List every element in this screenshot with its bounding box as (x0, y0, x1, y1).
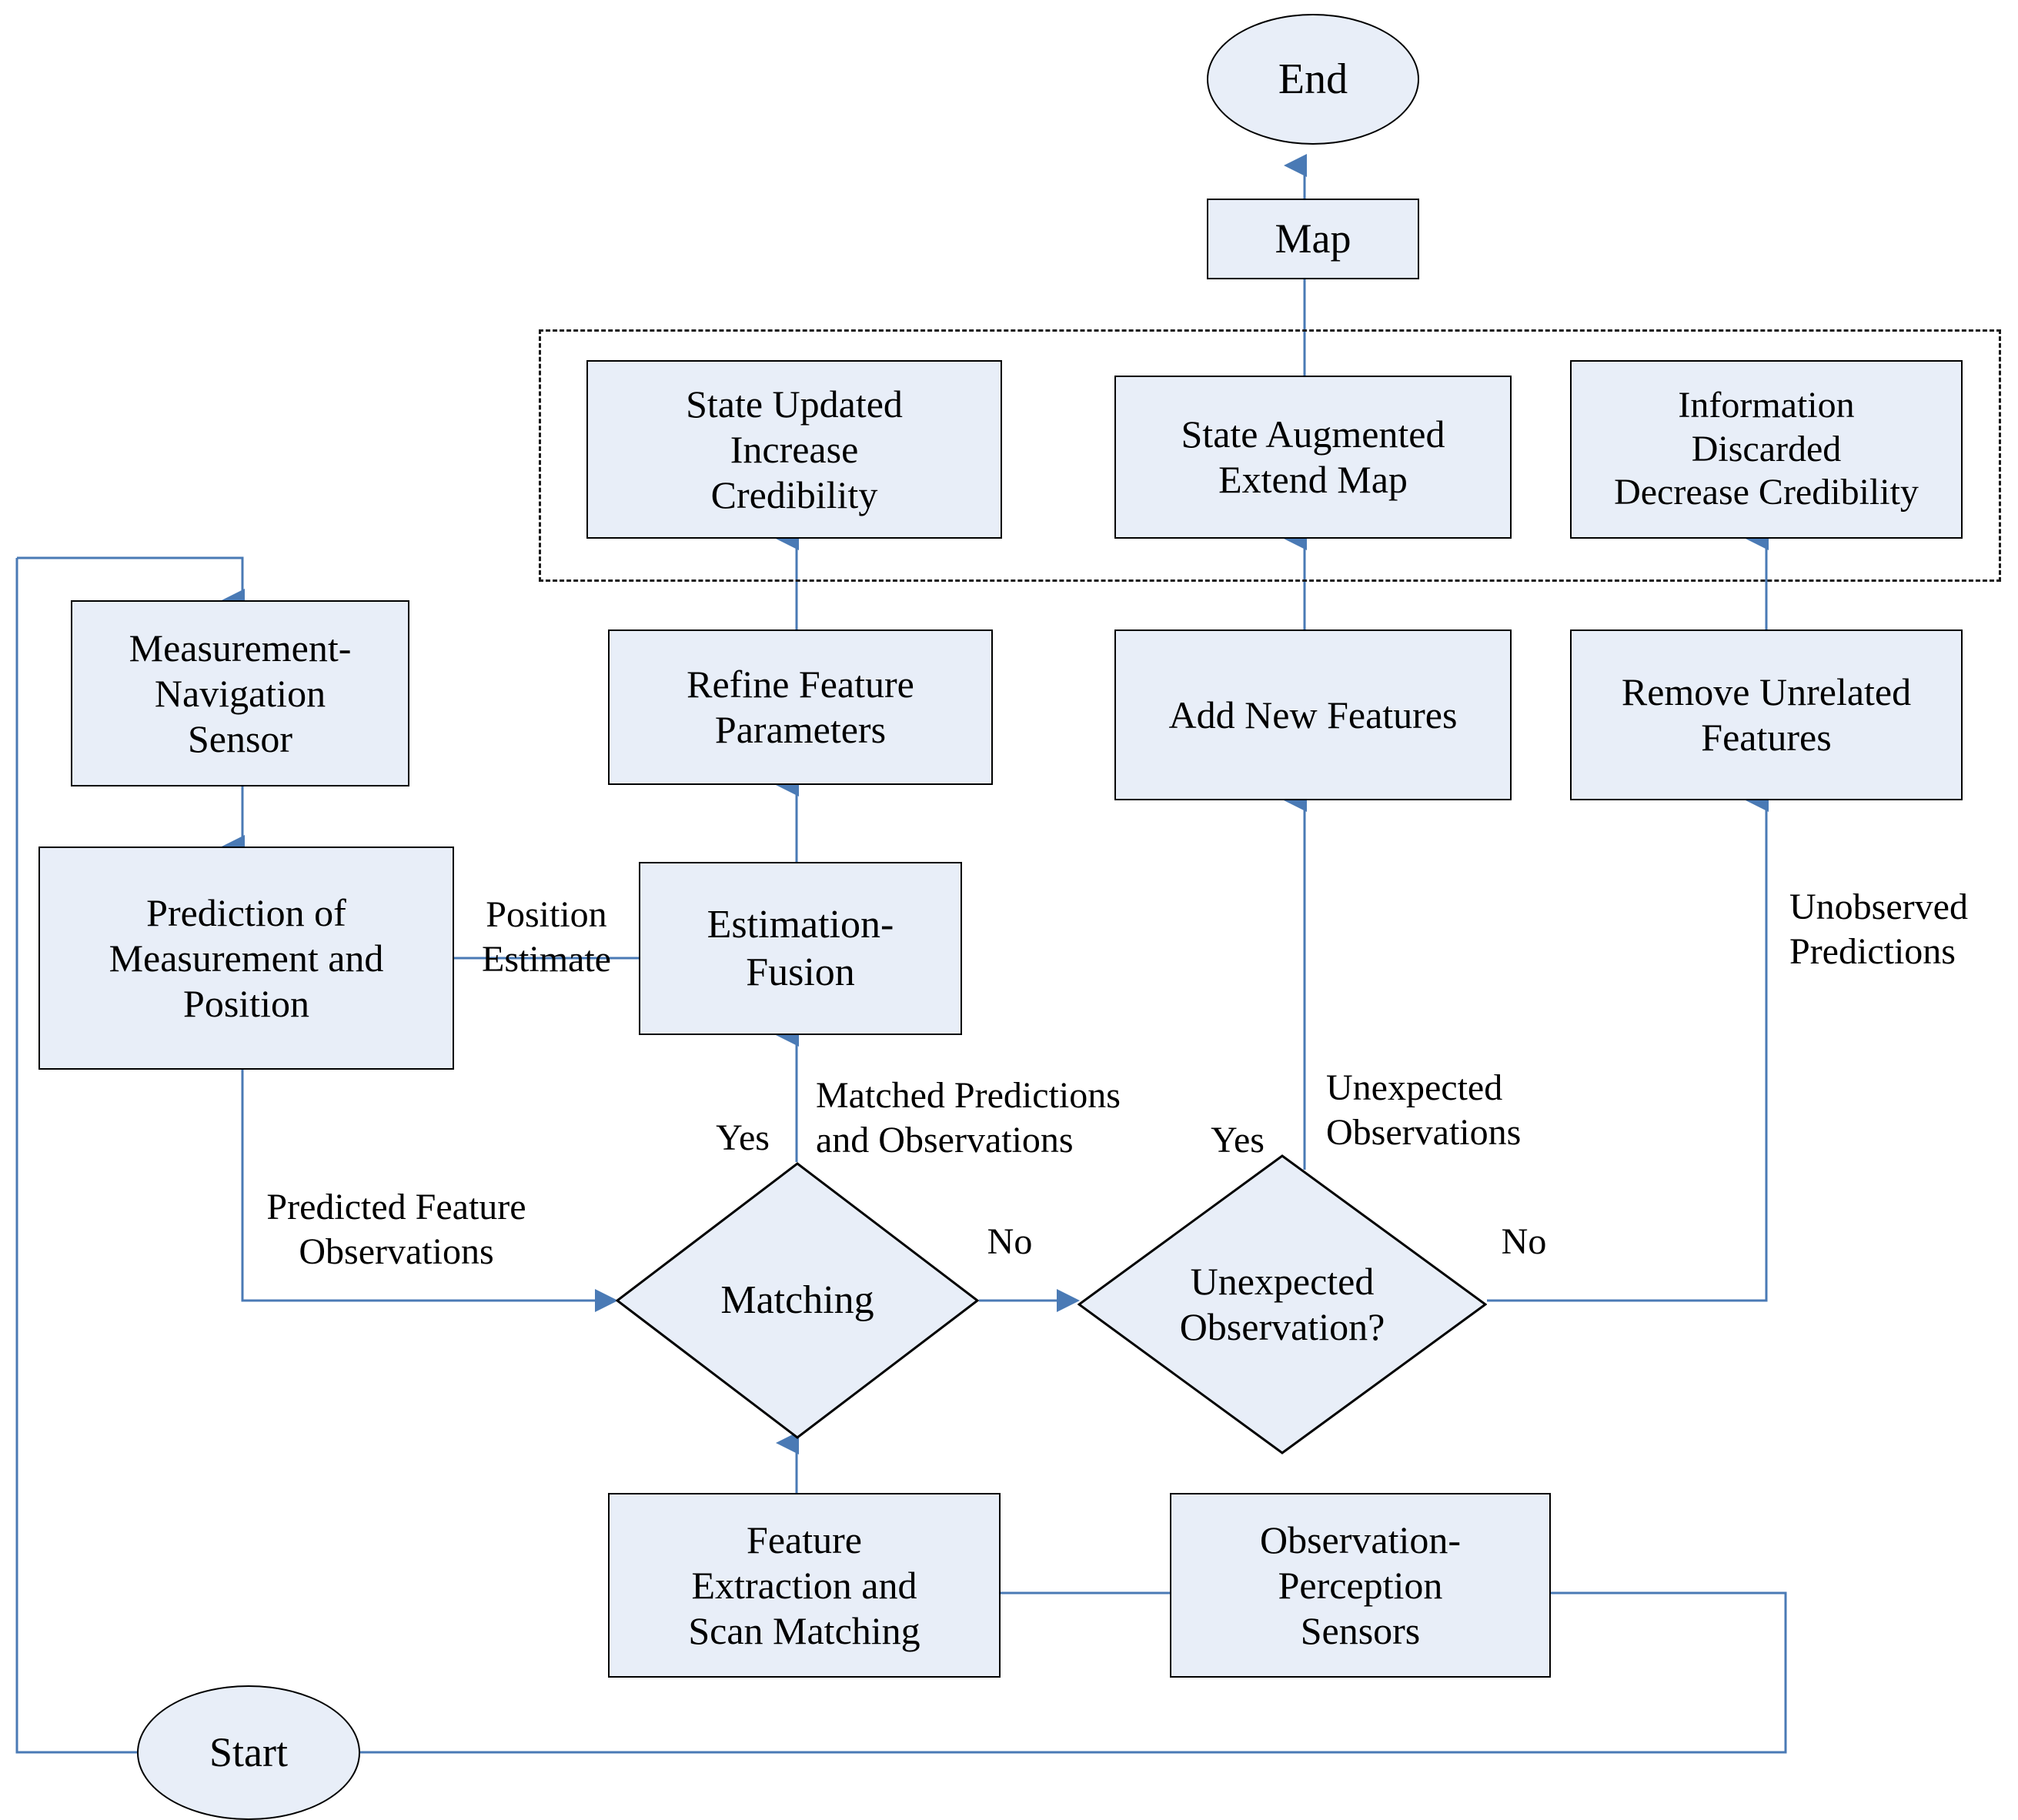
decision-matching[interactable]: Matching (616, 1162, 979, 1439)
edge-start-to-observation (316, 1581, 1787, 1754)
decision-unexpected-observation-label: Unexpected Observation? (1179, 1260, 1385, 1348)
process-prediction-of-measurement-and-position[interactable]: Prediction of Measurement and Position (38, 847, 454, 1070)
decision-matching-shape (616, 1162, 979, 1439)
process-add-new-features[interactable]: Add New Features (1114, 629, 1512, 800)
process-measurement-navigation-sensor[interactable]: Measurement- Navigation Sensor (71, 600, 409, 786)
edge-return-to-sensor (17, 556, 245, 612)
decision-unexpected-observation-shape (1077, 1154, 1487, 1454)
edge-unexpected-no-to-remove (1487, 789, 1769, 1302)
process-state-augmented[interactable]: State Augmented Extend Map (1114, 376, 1512, 539)
decision-matching-label: Matching (720, 1278, 874, 1323)
process-remove-unrelated-features[interactable]: Remove Unrelated Features (1570, 629, 1963, 800)
process-observation-perception-sensors[interactable]: Observation- Perception Sensors (1170, 1493, 1551, 1678)
state-update-group (539, 329, 2001, 582)
process-estimation-fusion[interactable]: Estimation- Fusion (639, 862, 962, 1035)
edge-prediction-to-matching (241, 1070, 618, 1312)
terminator-end[interactable]: End (1207, 14, 1419, 145)
edge-start-loop-left (15, 558, 146, 1754)
process-information-discarded[interactable]: Information Discarded Decrease Credibili… (1570, 360, 1963, 539)
terminator-start[interactable]: Start (137, 1685, 360, 1820)
process-refine-feature-parameters[interactable]: Refine Feature Parameters (608, 629, 993, 785)
process-map[interactable]: Map (1207, 199, 1419, 279)
process-state-updated[interactable]: State Updated Increase Credibility (586, 360, 1002, 539)
process-feature-extraction-scan-matching[interactable]: Feature Extraction and Scan Matching (608, 1493, 1001, 1678)
decision-unexpected-observation[interactable]: Unexpected Observation? (1077, 1154, 1487, 1454)
